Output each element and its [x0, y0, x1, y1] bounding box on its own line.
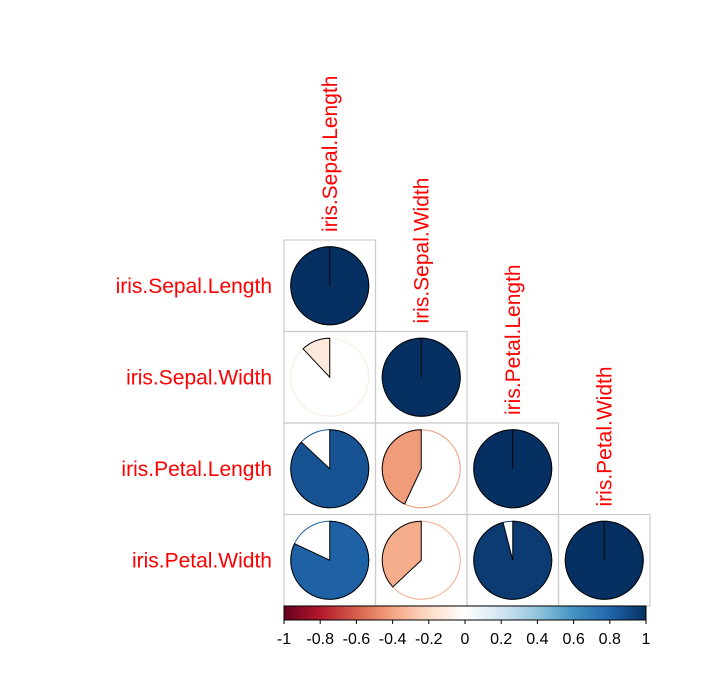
colorbar-tick-label: -1 — [277, 631, 291, 648]
colorbar-tick-label: 1 — [642, 631, 651, 648]
pie-slice — [473, 520, 553, 600]
colorbar-tick-label: 0.6 — [562, 631, 584, 648]
cell-iris-petal-length-iris-sepal-width — [374, 422, 468, 516]
pie-slice — [302, 337, 331, 379]
colorbar-tick-label: 0.4 — [526, 631, 548, 648]
column-labels: iris.Sepal.Length iris.Sepal.Width iris.Pe… — [319, 76, 617, 507]
column-label-iris-sepal-width: iris.Sepal.Width — [410, 178, 433, 324]
row-label-iris-sepal-length: iris.Sepal.Length — [116, 275, 272, 298]
pie-slice — [381, 520, 422, 588]
pie-slice — [290, 520, 370, 600]
colorbar-tick-label: -0.8 — [306, 631, 334, 648]
row-label-iris-sepal-width: iris.Sepal.Width — [126, 366, 272, 389]
column-label-iris-petal-width: iris.Petal.Width — [593, 366, 616, 506]
cell-iris-petal-length-iris-sepal-length — [283, 422, 377, 516]
colorbar-tick-label: -0.2 — [415, 631, 443, 648]
row-label-iris-petal-length: iris.Petal.Length — [121, 458, 272, 481]
colorbar-gradient — [283, 605, 647, 621]
cell-iris-petal-length-iris-petal-length — [466, 422, 560, 516]
colorbar: -1 -0.8 -0.6 -0.4 -0.2 0 0.2 0.4 0.6 0.8 1 — [277, 605, 651, 648]
cell-iris-sepal-width-iris-sepal-length — [283, 330, 377, 424]
colorbar-tick-label: -0.6 — [343, 631, 371, 648]
colorbar-tick-label: 0.8 — [599, 631, 621, 648]
cell-iris-petal-width-iris-sepal-length — [283, 513, 377, 607]
cell-iris-petal-width-iris-sepal-width — [374, 513, 468, 607]
matrix-cells — [283, 239, 651, 607]
cell-iris-petal-width-iris-petal-length — [466, 513, 560, 607]
cell-iris-sepal-width-iris-sepal-width — [374, 330, 468, 424]
cell-iris-petal-width-iris-petal-width — [557, 513, 651, 607]
column-label-iris-sepal-length: iris.Sepal.Length — [319, 76, 342, 232]
pie-slice — [381, 429, 422, 505]
pie-slice — [290, 429, 370, 509]
colorbar-tick-label: 0.2 — [490, 631, 512, 648]
colorbar-tick-label: -0.4 — [379, 631, 407, 648]
cell-iris-sepal-length-iris-sepal-length — [283, 239, 377, 333]
colorbar-tick-label: 0 — [461, 631, 470, 648]
row-labels: iris.Sepal.Length iris.Sepal.Width iris.Pe… — [116, 275, 272, 573]
column-label-iris-petal-length: iris.Petal.Length — [502, 264, 525, 415]
row-label-iris-petal-width: iris.Petal.Width — [132, 549, 272, 572]
